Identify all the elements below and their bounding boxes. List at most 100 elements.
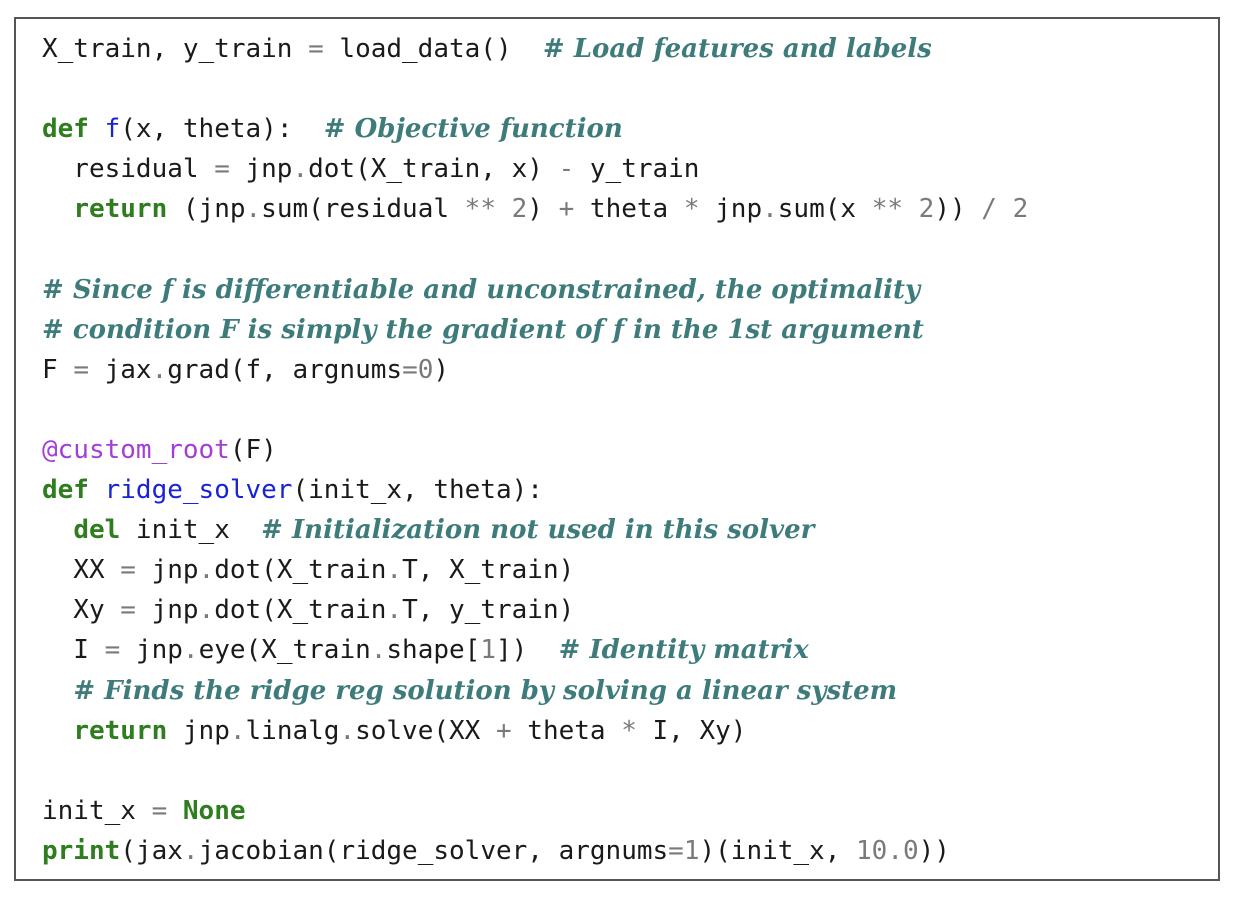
code-keyword: del [73,515,121,546]
code-line: I = jnp.eye(X_train.shape[1]) # Identity… [42,630,1028,670]
code-line: ​ [42,390,1028,430]
code-comment: # Initialization not used in this solver [261,515,815,546]
code-number: 10.0 [856,835,919,866]
code-token: T, X_train) [402,555,575,586]
code-line: # condition F is simply the gradient of … [42,310,1028,350]
code-function-name: ridge_solver [104,475,293,506]
code-token: I [42,635,105,666]
code-token [42,676,73,706]
code-listing-frame: X_train, y_train = load_data() # Load fe… [14,17,1220,881]
code-operator: . [151,354,168,385]
code-line: print(jax.jacobian(ridge_solver, argnums… [42,831,1028,871]
code-line: ​ [42,751,1028,791]
code-operator: = [73,354,89,385]
code-token: ) [527,194,559,225]
code-operator: . [386,555,403,586]
code-token: theta [574,194,684,225]
code-token: dot(X_train [214,555,387,586]
code-token: I, Xy) [636,715,747,746]
code-line: XX = jnp.dot(X_train.T, X_train) [42,550,1028,590]
code-constant: None [182,795,246,826]
code-operator: = [668,835,684,866]
code-block: X_train, y_train = load_data() # Load fe… [42,29,1028,871]
code-token: F [42,354,74,385]
code-operator: = [104,635,121,666]
code-token: jnp [120,635,183,666]
code-token: solve(XX [355,715,496,746]
code-operator: . [386,595,403,626]
code-line: F = jax.grad(f, argnums=0) [42,350,1028,390]
code-token: theta [511,715,622,746]
code-token: shape[ [386,635,481,666]
code-token [997,194,1013,224]
code-token: jacobian(ridge_solver, argnums [198,835,669,866]
code-comment: # Since f is differentiable and unconstr… [42,274,921,305]
code-token: XX [42,555,121,586]
code-token [89,114,105,144]
code-line: ​ [42,69,1028,109]
code-operator: = [120,555,136,586]
code-token: residual [42,154,215,185]
code-operator: + [558,194,575,225]
code-token: Xy [42,595,121,626]
code-operator: . [292,154,309,185]
code-operator: = [151,795,168,826]
code-token: jnp [135,595,199,626]
code-operator: . [245,194,262,225]
code-comment: # Load features and labels [542,34,932,64]
code-token [167,796,183,826]
code-token: sum(residual [261,194,465,225]
code-token: jax [88,354,152,385]
code-decorator: @custom_root [42,434,230,465]
code-operator: . [182,635,199,666]
code-line: # Since f is differentiable and unconstr… [42,270,1028,310]
code-operator: . [198,555,215,586]
code-operator: = [120,595,136,626]
code-token: jnp [229,154,293,185]
code-comment: # Finds the ridge reg solution by solvin… [73,675,898,706]
code-keyword: print [42,835,121,866]
code-operator: * [621,715,637,746]
code-token: X_train, y_train [42,34,309,64]
code-comment: # condition F is simply the gradient of … [42,314,924,345]
code-token: dot(X_train [214,595,387,626]
code-token [42,716,73,746]
code-number: 0 [417,354,434,385]
code-token: T, y_train) [402,595,575,626]
code-token: sum(x [777,194,872,225]
code-operator: ** [464,194,496,225]
code-operator: . [229,715,246,746]
code-token: load_data() [323,34,543,64]
code-line: def ridge_solver(init_x, theta): [42,470,1028,510]
code-number: 2 [918,194,935,225]
code-keyword: def [42,475,89,506]
code-operator: * [683,194,700,225]
code-token: (F) [229,434,277,465]
code-operator: . [370,635,387,666]
code-token: ) [433,354,450,385]
code-number: 1 [683,835,700,866]
code-token: (x, theta): [120,114,324,145]
code-token [42,194,73,224]
code-operator: = [214,154,230,185]
code-line: @custom_root(F) [42,430,1028,470]
code-operator: - [558,154,575,185]
code-operator: ** [871,194,904,225]
code-line: del init_x # Initialization not used in … [42,510,1028,550]
code-operator: + [495,715,512,746]
code-number: 2 [1012,194,1029,225]
code-keyword: return [73,715,168,746]
code-line: # Finds the ridge reg solution by solvin… [42,671,1028,711]
code-token [42,515,73,545]
code-token: init_x [42,795,152,826]
code-token: jnp [699,194,763,225]
code-keyword: return [73,194,168,225]
code-token: y_train [574,154,700,185]
code-operator: / [981,194,997,225]
code-operator: . [198,595,215,626]
code-token: dot(X_train, x) [308,154,559,185]
code-token: jnp [167,715,230,746]
code-token [496,194,512,224]
code-line: return jnp.linalg.solve(XX + theta * I, … [42,711,1028,751]
code-operator: . [182,835,199,866]
